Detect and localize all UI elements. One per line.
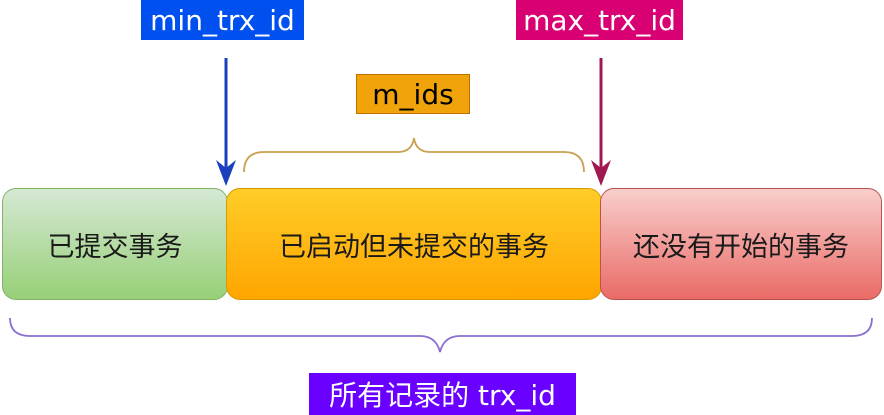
not-started-segment: 还没有开始的事务 bbox=[600, 188, 882, 300]
m-ids-label: m_ids bbox=[356, 74, 470, 114]
min-trx-id-label: min_trx_id bbox=[141, 0, 304, 40]
max-trx-id-label: max_trx_id bbox=[516, 0, 683, 40]
all-records-brace bbox=[9, 317, 873, 353]
committed-transactions-text: 已提交事务 bbox=[47, 231, 183, 263]
m-ids-brace bbox=[243, 137, 585, 173]
max-trx-arrowhead bbox=[591, 160, 611, 186]
active-uncommitted-text: 已启动但未提交的事务 bbox=[279, 231, 549, 263]
active-uncommitted-segment: 已启动但未提交的事务 bbox=[226, 188, 602, 300]
min-trx-arrowhead bbox=[216, 160, 236, 186]
all-records-label: 所有记录的 trx_id bbox=[309, 373, 576, 415]
committed-transactions-segment: 已提交事务 bbox=[2, 188, 228, 300]
not-started-text: 还没有开始的事务 bbox=[633, 231, 849, 263]
